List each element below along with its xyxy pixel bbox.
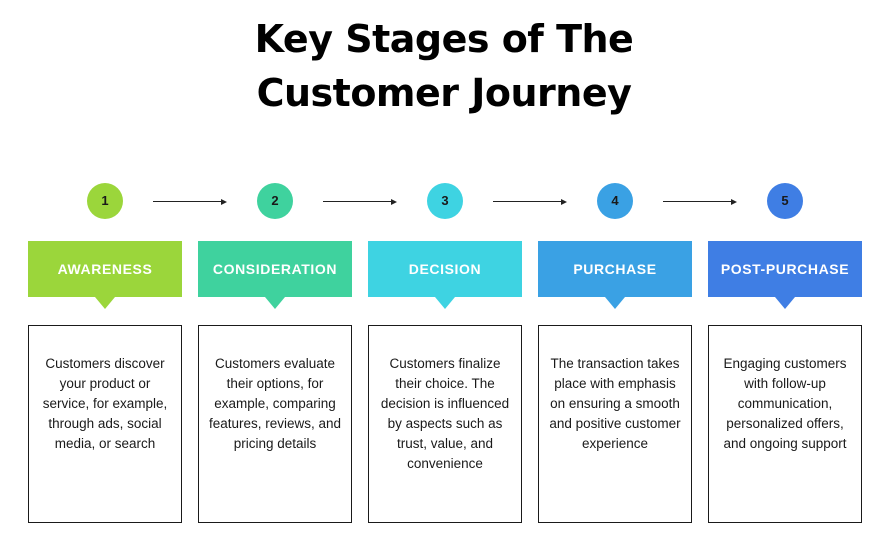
flow-arrow <box>493 199 567 205</box>
stage-label-banner: POST-PURCHASE <box>708 241 862 297</box>
stage-label-banner: AWARENESS <box>28 241 182 297</box>
banner-pointer <box>95 297 115 309</box>
stage-number-badge: 5 <box>767 183 803 219</box>
banner-pointer <box>265 297 285 309</box>
stage-number-badge: 2 <box>257 183 293 219</box>
flow-arrow <box>663 199 737 205</box>
stage-description-card: Customers discover your product or servi… <box>28 325 182 523</box>
title-line-2: Customer Journey <box>256 71 632 115</box>
stage-purchase: 4 PURCHASE The transaction takes place w… <box>538 0 692 547</box>
stage-description-card: The transaction takes place with emphasi… <box>538 325 692 523</box>
stage-label-banner: CONSIDERATION <box>198 241 352 297</box>
stage-description-card: Customers evaluate their options, for ex… <box>198 325 352 523</box>
stage-description-card: Customers finalize their choice. The dec… <box>368 325 522 523</box>
stage-consideration: 2 CONSIDERATION Customers evaluate their… <box>198 0 352 547</box>
banner-pointer <box>435 297 455 309</box>
banner-pointer <box>775 297 795 309</box>
stage-post-purchase: 5 POST-PURCHASE Engaging customers with … <box>708 0 862 547</box>
stage-decision: 3 DECISION Customers finalize their choi… <box>368 0 522 547</box>
page-title: Key Stages of The Customer Journey <box>0 12 888 120</box>
stage-number-badge: 4 <box>597 183 633 219</box>
stage-description-card: Engaging customers with follow-up commun… <box>708 325 862 523</box>
stage-awareness: 1 AWARENESS Customers discover your prod… <box>28 0 182 547</box>
flow-arrow <box>153 199 227 205</box>
title-line-1: Key Stages of The <box>254 17 634 61</box>
stage-number-badge: 1 <box>87 183 123 219</box>
stage-number-badge: 3 <box>427 183 463 219</box>
banner-pointer <box>605 297 625 309</box>
flow-arrow <box>323 199 397 205</box>
stage-label-banner: PURCHASE <box>538 241 692 297</box>
stage-label-banner: DECISION <box>368 241 522 297</box>
